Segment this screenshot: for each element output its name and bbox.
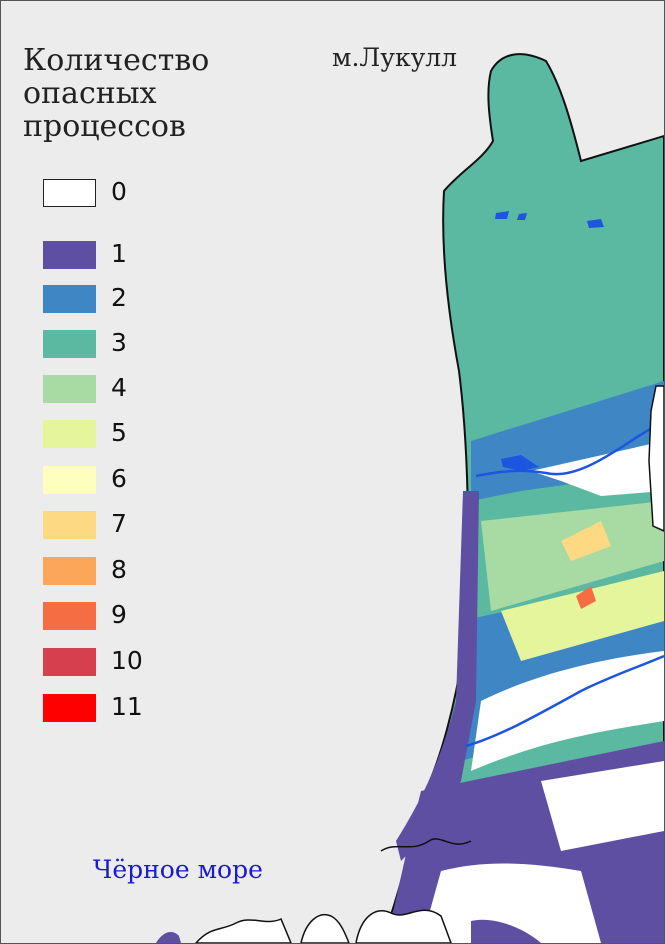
lake xyxy=(495,211,509,219)
admin-boundary xyxy=(355,909,452,943)
admin-boundary xyxy=(194,917,292,943)
land-zone-0-c xyxy=(541,761,664,851)
land-zone-7 xyxy=(561,521,611,561)
coast-purple xyxy=(471,919,541,943)
legend-label: 8 xyxy=(111,555,127,584)
river xyxy=(475,419,664,478)
land-zone-0-b xyxy=(471,651,664,771)
legend-swatch xyxy=(43,375,96,403)
legend-swatch xyxy=(43,602,96,630)
sea-label: Чёрное море xyxy=(93,855,263,884)
legend-label: 11 xyxy=(111,692,143,721)
legend-label: 10 xyxy=(111,646,143,675)
lake xyxy=(517,213,527,220)
legend-swatch xyxy=(43,420,96,448)
coast-purple xyxy=(156,931,181,943)
land-zone-9 xyxy=(576,586,596,609)
river xyxy=(465,654,664,748)
legend-swatch xyxy=(43,557,96,585)
legend-label: 6 xyxy=(111,464,127,493)
land-zone-0-d xyxy=(421,863,601,943)
legend-label: 1 xyxy=(111,239,127,268)
land-zone-1-coast xyxy=(396,491,479,861)
cape-label: м.Лукулл xyxy=(332,43,458,72)
legend-swatch xyxy=(43,285,96,313)
legend-swatch xyxy=(43,648,96,676)
land-zone-0-a xyxy=(531,441,664,496)
legend-title-line: процессов xyxy=(23,109,186,144)
legend-swatch xyxy=(43,179,96,207)
legend-label: 0 xyxy=(111,177,127,206)
legend-label: 5 xyxy=(111,418,127,447)
legend-swatch xyxy=(43,466,96,494)
reservoir xyxy=(501,455,539,471)
legend-label: 4 xyxy=(111,373,127,402)
legend-label: 9 xyxy=(111,600,127,629)
legend-label: 7 xyxy=(111,509,127,538)
legend-title-line: Количество xyxy=(23,43,210,78)
land-zone-5 xyxy=(501,571,664,661)
admin-boundary xyxy=(648,385,664,532)
legend-swatch xyxy=(43,511,96,539)
legend-swatch xyxy=(43,694,96,722)
legend-label: 2 xyxy=(111,283,127,312)
lake xyxy=(587,219,604,228)
legend-swatch xyxy=(43,330,96,358)
admin-boundary xyxy=(380,838,472,852)
legend-swatch xyxy=(43,241,96,269)
legend-label: 3 xyxy=(111,328,127,357)
admin-boundary xyxy=(300,914,350,943)
legend-title-line: опасных xyxy=(23,76,157,111)
